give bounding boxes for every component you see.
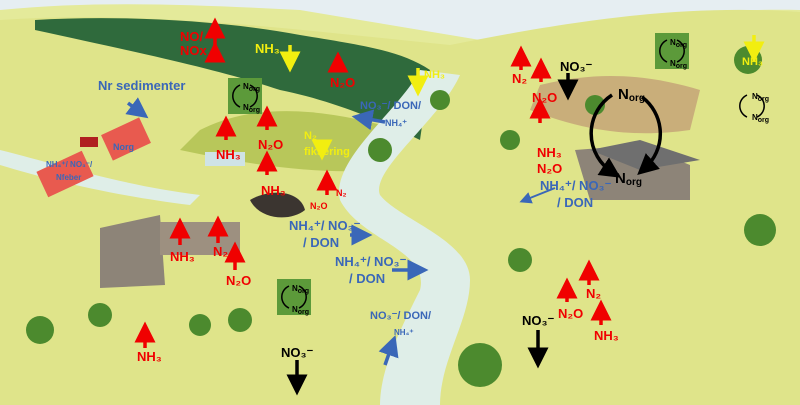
norg-label: Norg: [752, 113, 770, 124]
big-norg-cycle-icon: [589, 93, 663, 178]
n2-fixation-line1: N₂: [304, 130, 317, 142]
n2o-right-storage: N₂O: [537, 161, 563, 176]
flux-arrows: [125, 17, 765, 396]
nh3-deposition-right: NH₃: [742, 56, 763, 68]
runoff-right-line2: / DON: [557, 195, 594, 210]
norg-label: Norg: [243, 103, 261, 114]
mineral-truck-line1: NH₄⁺/ NO₃⁻/: [46, 160, 93, 169]
leaching-upper-line1: NO₃⁻/ DON/: [360, 100, 422, 112]
runoff2-line2: / DON: [349, 271, 386, 286]
trucks: [36, 117, 245, 198]
forest: [35, 18, 430, 140]
manure-heap: [250, 192, 305, 218]
norg-cycle-box-forest: [228, 78, 262, 114]
n2o-right: N₂O: [532, 90, 558, 105]
norg-label-big-bottom: Norg: [615, 170, 642, 188]
norg-label: Norg: [670, 59, 688, 70]
n2o-forest: N₂O: [330, 75, 356, 90]
n2o-river: N₂O: [310, 201, 328, 211]
n2-fixation-line2: fiksering: [304, 146, 350, 158]
runoff1-line1: NH₄⁺/ NO₃⁻: [289, 218, 361, 233]
nh3-deposition-forest: NH₃: [255, 41, 280, 56]
pasture-right-no3: NO₃⁻: [522, 313, 555, 328]
runoff2-line1: NH₄⁺/ NO₃⁻: [335, 254, 407, 269]
mineral-truck-line2: Nfeber: [56, 173, 82, 182]
leach-line2: NH₄⁺: [394, 328, 414, 337]
n2-river: N₂: [336, 188, 347, 198]
pasture-no3: NO₃⁻: [281, 345, 314, 360]
pasture-right-n2o: N₂O: [558, 306, 584, 321]
barn-n2o: N₂O: [226, 273, 252, 288]
no3-right: NO₃⁻: [560, 59, 593, 74]
nr-sediments-label: Nr sedimenter: [98, 78, 186, 93]
norg-cycle-box-pasture: [277, 279, 311, 315]
norg-label: Norg: [292, 284, 310, 295]
nh3-heap: NH₃: [261, 183, 286, 198]
runoff-right-line1: NH₄⁺/ NO₃⁻: [540, 178, 612, 193]
norg-label: Norg: [752, 92, 770, 103]
runoff1-line2: / DON: [303, 235, 340, 250]
norg-label: Norg: [292, 305, 310, 316]
organic-truck-label: Norg: [113, 142, 134, 152]
norg-cycle-icon: [232, 84, 258, 108]
nh3-right-storage: NH₃: [537, 145, 562, 160]
barn-left: [100, 215, 165, 288]
barn-n2: N₂: [213, 244, 229, 259]
norg-label-big-top: Norg: [618, 86, 645, 104]
nh3-spreading: NH₃: [216, 147, 241, 162]
norg-cycle-icon: [739, 94, 765, 118]
pasture-right-nh3: NH₃: [594, 328, 619, 343]
nh3-deposition-river: NH₃: [424, 69, 445, 81]
norg-cycle-icon: [281, 285, 307, 309]
pasture-right-n2: N₂: [586, 286, 602, 301]
n2-right: N₂: [512, 71, 528, 86]
barn-nh3: NH₃: [170, 249, 195, 264]
norg-cycle-box-right: [655, 33, 689, 69]
norg-cycle-icon: [659, 39, 685, 63]
norg-label: Norg: [243, 82, 261, 93]
trees: [26, 46, 776, 387]
no-nox-label: NO/ NOx: [180, 29, 207, 58]
pasture-nh3: NH₃: [137, 349, 162, 364]
leaching-upper-line2: NH₄⁺: [385, 118, 408, 128]
leach-line1: NO₃⁻/ DON/: [370, 310, 432, 322]
norg-label: Norg: [670, 38, 688, 49]
n2o-field: N₂O: [258, 137, 284, 152]
